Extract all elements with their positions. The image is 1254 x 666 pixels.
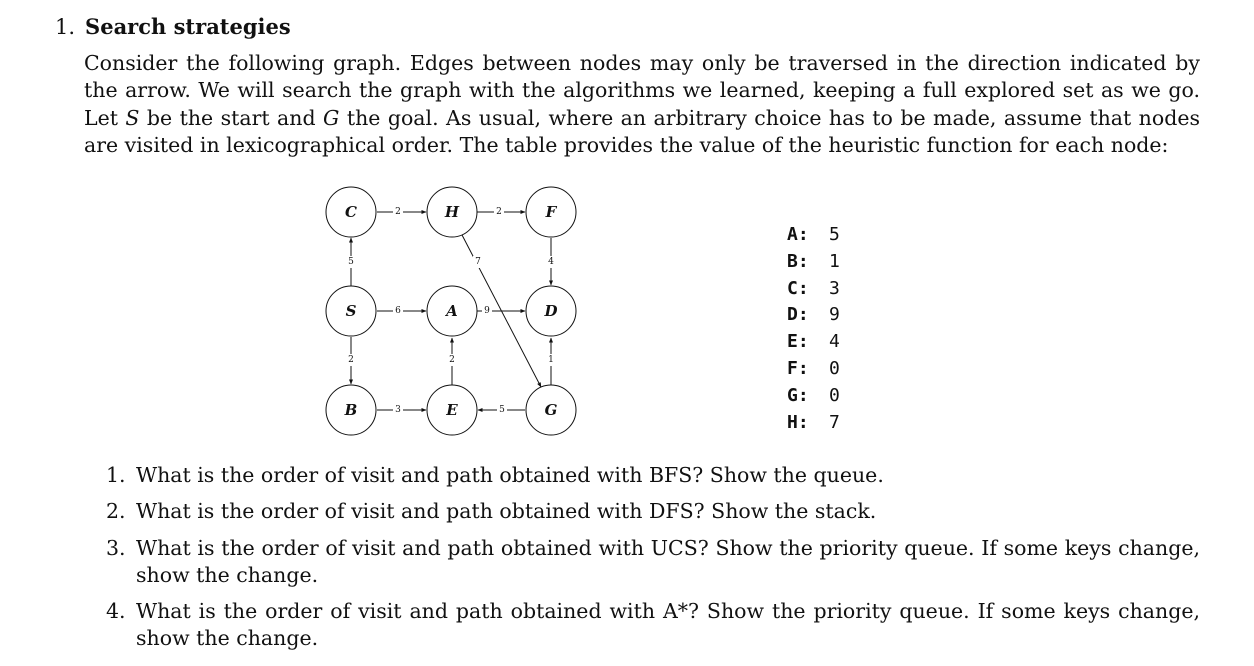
node-label-a: A: [444, 302, 458, 320]
heuristic-value: 4: [829, 331, 840, 353]
question-number: 2.: [106, 499, 126, 524]
question-item: 4. What is the order of visit and path ob…: [106, 598, 1200, 653]
node-e: [426, 384, 478, 436]
heuristic-key: C:: [787, 277, 809, 299]
search-graph: 2 2 5 4 7 6 9 2 2 1 3 5 C H: [325, 186, 577, 436]
intro-text-2: be the start and: [139, 105, 324, 130]
heuristic-key: A:: [787, 224, 809, 245]
heuristic-row: H: 7: [787, 410, 840, 437]
heuristic-table: A: 5 B: 1 C: 3 D: 9 E: 4 F: 0 G: 0 H: 7: [787, 222, 840, 436]
intro-text-3: the goal. As usual, where an arbitrary c…: [84, 105, 1200, 157]
heuristic-key: B:: [787, 250, 809, 272]
node-d: [525, 285, 577, 337]
goal-variable: G: [323, 105, 340, 130]
question-number: 4.: [106, 599, 126, 624]
node-label-d: D: [543, 302, 557, 320]
edge-label-s-c: 5: [348, 257, 354, 267]
heuristic-key: D:: [787, 304, 809, 326]
edge-label-e-a: 2: [449, 355, 455, 365]
node-label-c: C: [345, 203, 357, 221]
heuristic-key: E:: [787, 331, 809, 353]
heuristic-value: 7: [829, 411, 840, 433]
heuristic-value: 0: [829, 384, 840, 406]
intro-paragraph: Consider the following graph. Edges betw…: [84, 50, 1200, 159]
node-h: [426, 186, 478, 238]
heuristic-value: 1: [829, 250, 840, 272]
section-number: 1.: [55, 15, 76, 39]
heuristic-row: F: 0: [787, 356, 840, 383]
node-a: [426, 285, 478, 337]
heuristic-row: E: 4: [787, 329, 840, 356]
node-label-b: B: [344, 401, 358, 419]
edge-label-a-d: 9: [484, 306, 490, 316]
node-s: [325, 285, 377, 337]
node-label-g: G: [545, 401, 558, 419]
heuristic-row: A: 5: [787, 222, 840, 249]
section-title-text: Search strategies: [85, 14, 291, 39]
question-list: 1. What is the order of visit and path ob…: [106, 462, 1200, 662]
heuristic-key: H:: [787, 411, 809, 433]
question-item: 1. What is the order of visit and path ob…: [106, 462, 1200, 489]
node-label-f: F: [545, 203, 558, 221]
edge-label-g-d: 1: [548, 355, 554, 365]
edge-label-s-a: 6: [395, 306, 401, 316]
section-title: 1. Search strategies: [55, 14, 291, 39]
heuristic-value: 3: [829, 277, 840, 299]
edge-label-f-d: 4: [548, 257, 554, 267]
heuristic-row: G: 0: [787, 383, 840, 410]
edge-label-b-e: 3: [395, 405, 401, 415]
heuristic-row: B: 1: [787, 249, 840, 276]
heuristic-value: 5: [829, 224, 840, 245]
edge-label-g-e: 5: [499, 405, 505, 415]
node-c: [325, 186, 377, 238]
heuristic-row: D: 9: [787, 302, 840, 329]
question-text: What is the order of visit and path obta…: [136, 535, 1200, 587]
node-label-e: E: [445, 401, 458, 419]
node-f: [525, 186, 577, 238]
node-label-s: S: [346, 302, 357, 320]
node-label-h: H: [444, 203, 460, 221]
edge-label-h-f: 2: [496, 207, 502, 217]
heuristic-key: G:: [787, 384, 809, 406]
edge-label-h-g: 7: [475, 257, 481, 267]
question-item: 2. What is the order of visit and path ob…: [106, 498, 1200, 525]
node-b: [325, 384, 377, 436]
start-variable: S: [125, 105, 140, 130]
question-text: What is the order of visit and path obta…: [136, 599, 1200, 651]
question-text: What is the order of visit and path obta…: [136, 463, 884, 487]
question-number: 3.: [106, 535, 126, 560]
edge-label-s-b: 2: [348, 355, 354, 365]
heuristic-value: 0: [829, 357, 840, 379]
intro-text-1: Consider the following graph. Edges betw…: [84, 51, 1200, 130]
question-number: 1.: [106, 463, 126, 487]
heuristic-row: C: 3: [787, 276, 840, 303]
heuristic-key: F:: [787, 357, 809, 379]
question-text: What is the order of visit and path obta…: [136, 499, 877, 524]
heuristic-value: 9: [829, 304, 840, 326]
edge-label-c-h: 2: [395, 207, 401, 217]
node-g: [525, 384, 577, 436]
question-item: 3. What is the order of visit and path ob…: [106, 535, 1200, 590]
